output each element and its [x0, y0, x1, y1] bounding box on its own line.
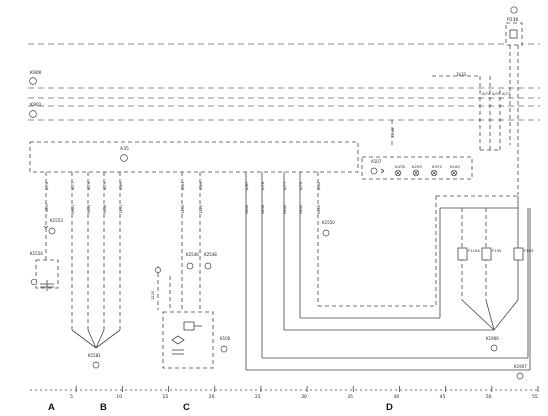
ruler-label: 55	[532, 394, 538, 400]
svg-text:F163: F163	[524, 248, 534, 253]
ruler-label: 35	[347, 394, 353, 400]
section-a-label: A	[48, 402, 55, 413]
power-bus-lines	[28, 43, 540, 121]
bus-tap-group: 1b33 A/74 A/75 A/77	[432, 72, 510, 151]
ruler-label: 20	[209, 394, 215, 400]
svg-text:K1906: K1906	[486, 336, 499, 341]
ruler-label: 40	[393, 394, 399, 400]
svg-text:A/77: A/77	[71, 182, 75, 190]
svg-text:K1581: K1581	[88, 353, 101, 358]
svg-text:A/80: A/80	[119, 181, 123, 190]
section-c-label: C	[183, 402, 190, 413]
svg-text:K900: K900	[30, 70, 42, 76]
svg-text:A/75: A/75	[492, 92, 500, 96]
svg-text:0845: 0845	[245, 205, 249, 214]
svg-text:0856: 0856	[103, 204, 107, 214]
svg-text:A/81: A/81	[181, 182, 185, 190]
svg-text:K259: K259	[412, 164, 422, 169]
ruler-label: 5	[70, 394, 73, 400]
svg-text:K478: K478	[395, 164, 405, 169]
svg-text:0855: 0855	[87, 205, 91, 214]
ruler-label: 25	[255, 394, 261, 400]
control-unit-a35: A35	[29, 141, 359, 173]
component-p236: P236	[505, 6, 523, 195]
svg-text:A/77: A/77	[283, 182, 287, 190]
svg-text:0812: 0812	[317, 205, 321, 214]
svg-text:1220: 1220	[199, 204, 203, 214]
svg-text:K100: K100	[450, 164, 460, 169]
indicator-strip-a107: A107 K478 K259 K374 K100	[361, 156, 473, 180]
svg-text:F155: F155	[492, 248, 502, 253]
svg-text:A/82: A/82	[317, 182, 321, 190]
relay-k900: K900	[29, 70, 42, 85]
svg-text:0862: 0862	[283, 205, 287, 214]
svg-text:A/76: A/76	[45, 181, 49, 190]
svg-text:K1907: K1907	[514, 364, 527, 369]
svg-text:P236: P236	[507, 17, 518, 23]
svg-text:A/78: A/78	[261, 181, 265, 190]
svg-text:A35: A35	[120, 146, 129, 152]
relay-k901: K901	[29, 102, 42, 118]
svg-text:K2546: K2546	[186, 252, 199, 257]
svg-text:K1553: K1553	[50, 218, 63, 223]
svg-text:K1550: K1550	[322, 220, 335, 225]
svg-text:1220: 1220	[151, 290, 155, 300]
svg-text:0858: 0858	[261, 204, 265, 214]
svg-text:0801: 0801	[71, 205, 75, 214]
section-b-circuit: A/77 A/78 A/79 A/80 0801 0855 0856 1201 …	[71, 172, 123, 369]
svg-text:K374: K374	[432, 164, 442, 169]
svg-text:K2548: K2548	[204, 252, 217, 257]
svg-text:0837: 0837	[45, 203, 49, 212]
svg-text:K100: K100	[220, 336, 231, 341]
section-d-circuit: A/87 A/78 A/77 A/76 A/82 0845 0858 0862 …	[245, 172, 534, 380]
section-labels: A B C D	[48, 402, 393, 413]
svg-text:A107: A107	[371, 159, 382, 164]
svg-text:K901: K901	[30, 102, 42, 108]
svg-text:0843: 0843	[299, 205, 303, 214]
svg-text:A/87: A/87	[245, 182, 249, 190]
svg-text:1202: 1202	[181, 205, 185, 214]
ruler-label: 15	[163, 394, 169, 400]
svg-text:A/74: A/74	[482, 92, 491, 96]
section-d-label: D	[386, 402, 393, 413]
ruler-label: 10	[116, 394, 122, 400]
svg-text:F1154: F1154	[468, 248, 480, 253]
svg-text:1b33: 1b33	[456, 72, 467, 77]
column-ruler: 5 10 15 20 25 30 35 40 45 50 55	[30, 386, 539, 400]
svg-text:A/79: A/79	[103, 181, 107, 190]
svg-text:A/77: A/77	[502, 92, 510, 96]
ruler-label: 30	[301, 394, 307, 400]
svg-text:1.4hb: 1.4hb	[391, 127, 395, 138]
section-b-label: B	[100, 402, 107, 413]
section-c-circuit: A/81 A/86 1202 1220 K2546 K2548 1220 K10…	[151, 172, 231, 369]
svg-text:K1554: K1554	[30, 251, 43, 256]
svg-text:A/76: A/76	[299, 181, 303, 190]
svg-text:A/86: A/86	[199, 181, 203, 190]
svg-text:1201: 1201	[119, 205, 123, 214]
section-a-circuit: A/76 0837 K1553 K1554	[30, 172, 63, 291]
svg-text:A/78: A/78	[87, 181, 91, 190]
ruler-label: 50	[486, 394, 492, 400]
ruler-label: 45	[440, 394, 446, 400]
